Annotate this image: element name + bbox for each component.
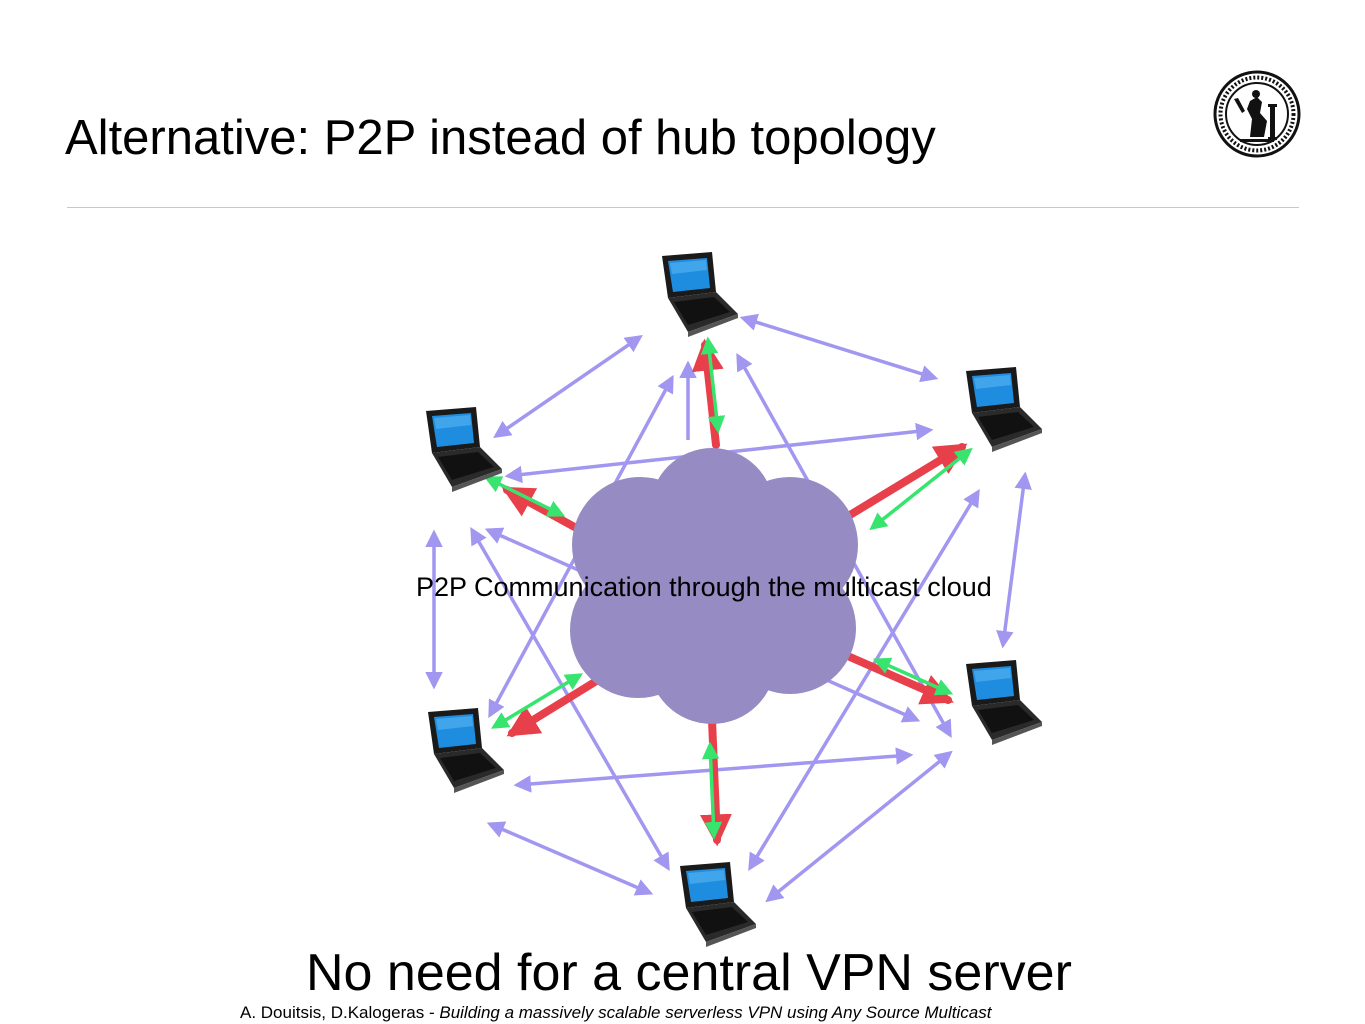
headline: No need for a central VPN server [306,944,1072,1002]
cloud-link-green [869,447,973,531]
title-divider [67,207,1299,208]
laptop-icon [428,708,504,793]
peer-link [765,750,953,903]
peer-link [486,821,654,896]
laptop-icon [680,862,756,947]
multicast-cloud [570,448,858,724]
slide-title: Alternative: P2P instead of hub topology [65,111,936,165]
peer-links [425,313,1032,903]
peer-link [493,335,643,438]
cloud-link-green [483,476,566,517]
laptop-icon [662,252,738,337]
cloud-link [501,486,584,534]
footer-authors: A. Douitsis, D.Kalogeras - [240,1003,440,1022]
cloud-link-green [701,741,723,840]
cloud-link-green [491,673,583,729]
cloud-link [846,443,968,519]
university-seal-logo [1213,70,1301,158]
footer-paper-title: Building a massively scalable serverless… [439,1003,992,1022]
peer-link [996,471,1032,649]
peer-link [739,313,939,383]
laptop-icon [966,367,1042,452]
cloud-link-green [872,657,954,696]
cloud-link-green [700,336,726,434]
footer-citation: A. Douitsis, D.Kalogeras - Building a ma… [240,1003,991,1023]
cloud-label: P2P Communication through the multicast … [416,572,992,602]
cloud-links-green [483,336,973,840]
laptop-icon [966,660,1042,745]
